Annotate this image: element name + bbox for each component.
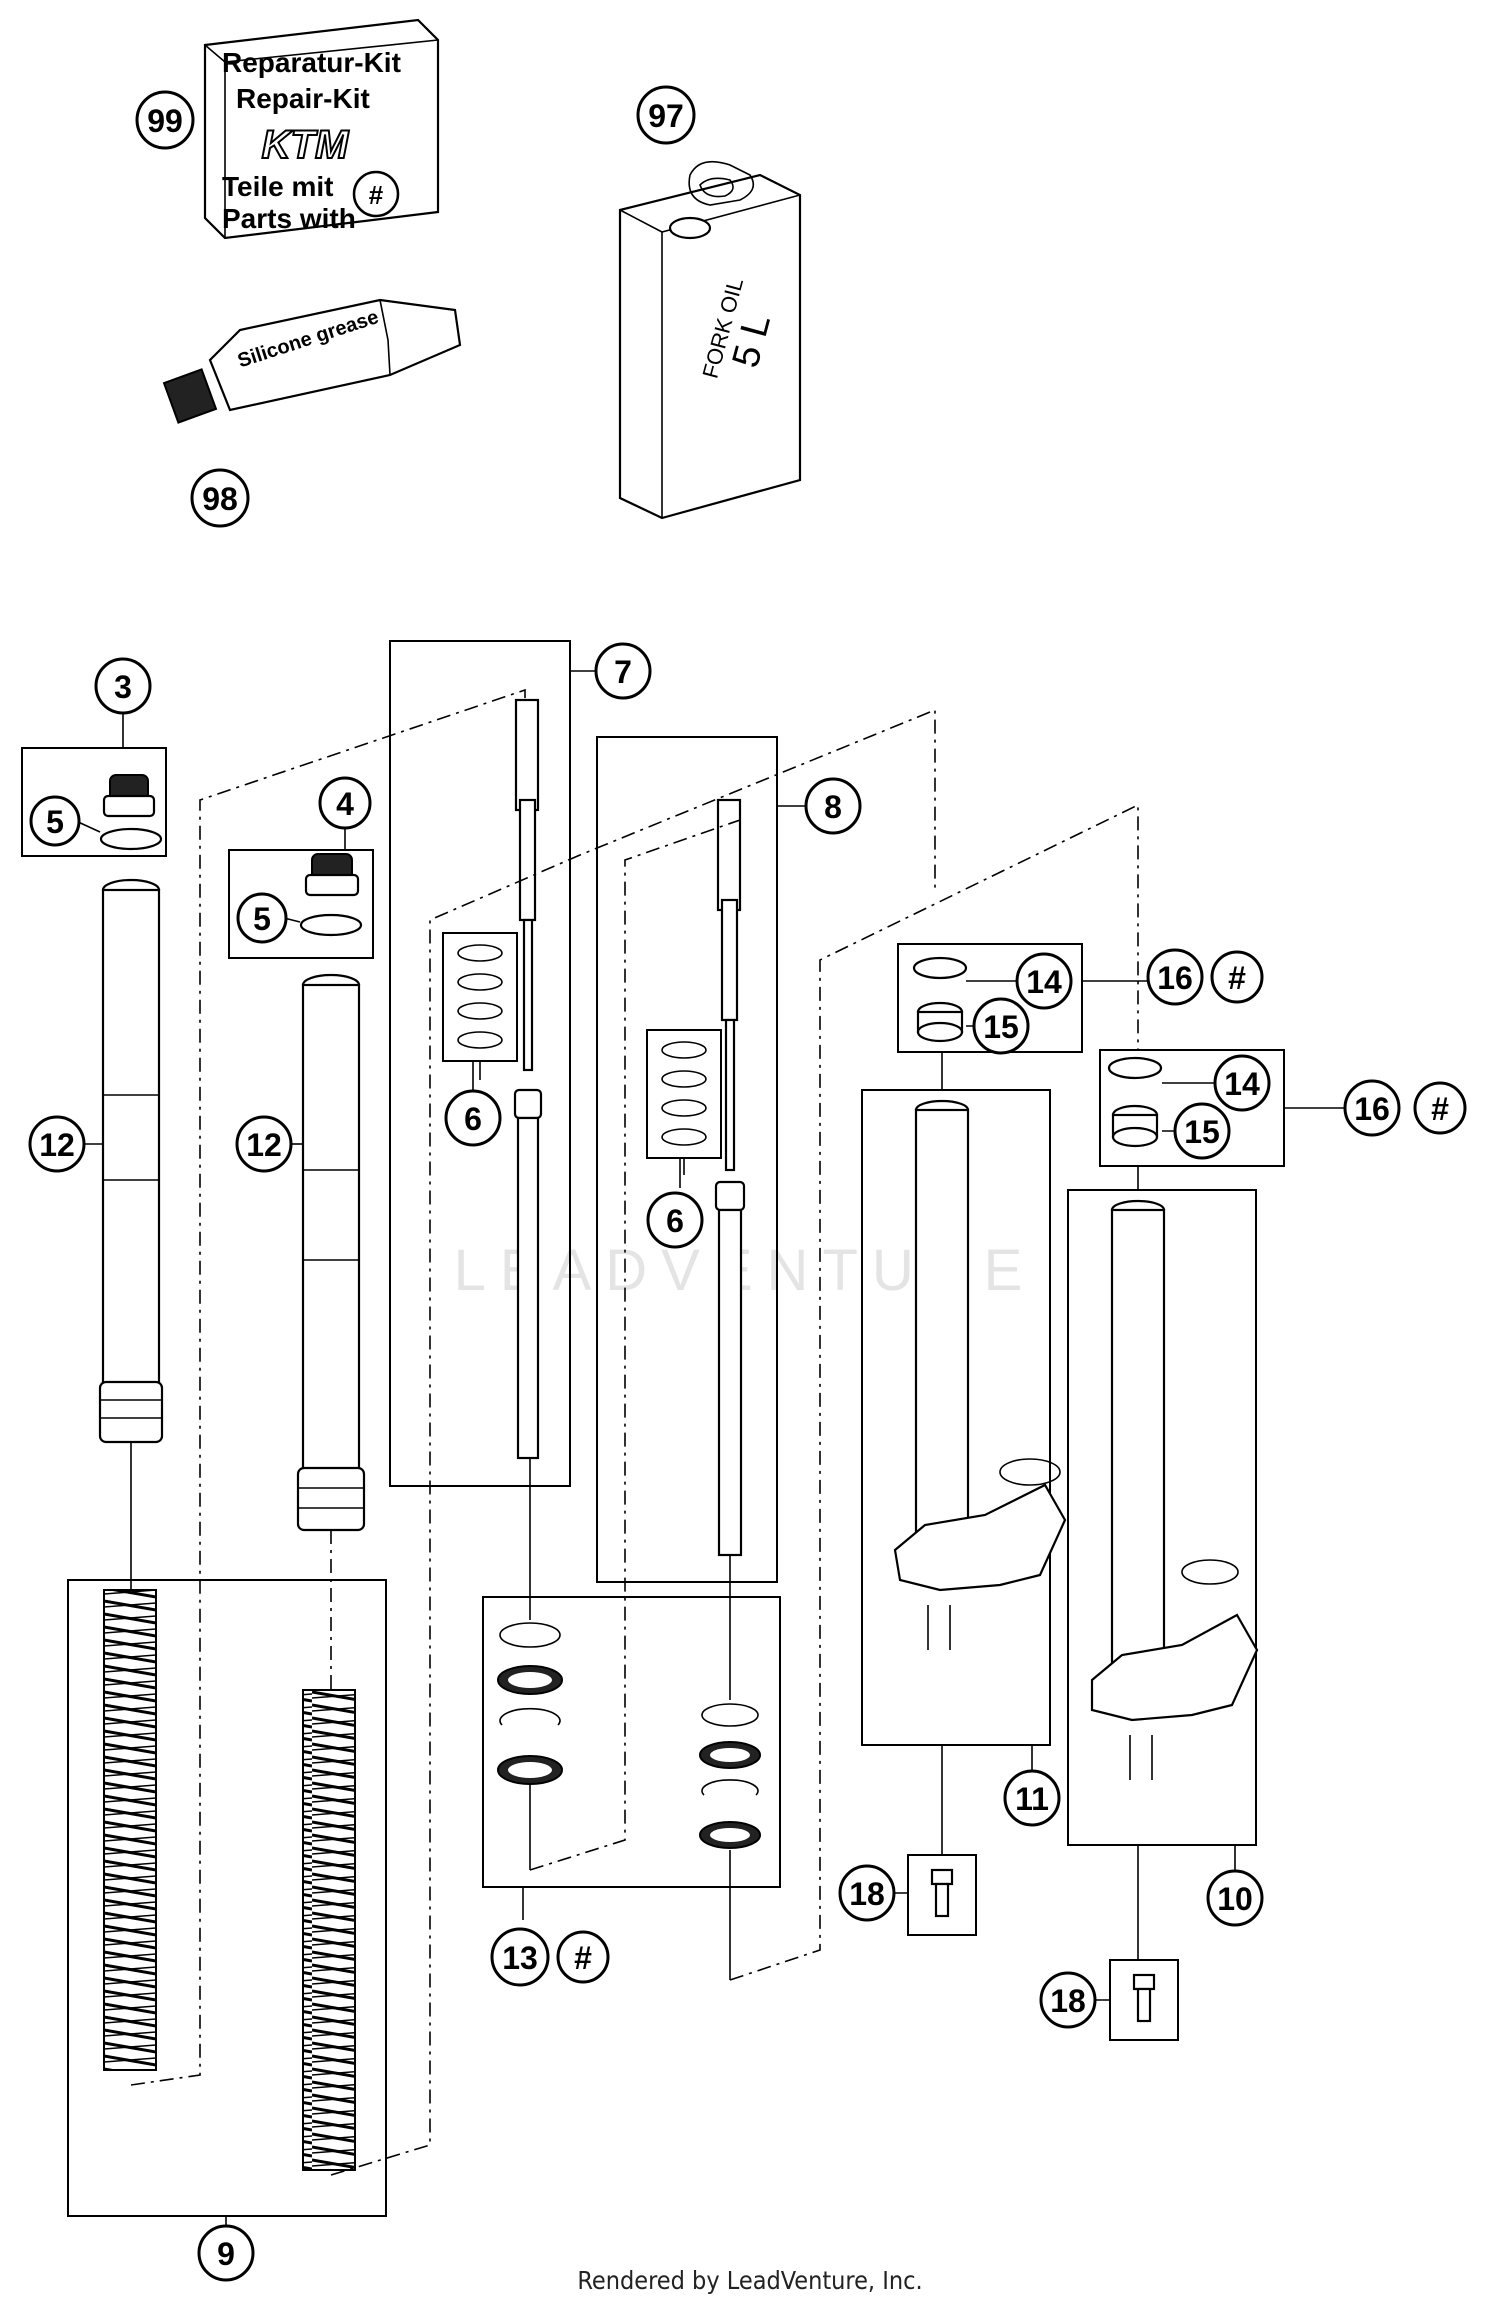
repair-kit-line4: Parts with: [222, 203, 356, 234]
svg-text:10: 10: [1217, 1881, 1253, 1917]
svg-text:99: 99: [147, 103, 183, 139]
svg-text:16: 16: [1354, 1091, 1390, 1127]
fork-cap-3[interactable]: [99, 774, 163, 851]
inner-tube-10[interactable]: [1090, 1199, 1259, 1780]
callout-14-right[interactable]: 14: [1213, 1054, 1271, 1112]
svg-text:18: 18: [849, 1876, 885, 1912]
svg-text:9: 9: [217, 2236, 235, 2272]
bushings-left[interactable]: [912, 956, 968, 1043]
callout-99[interactable]: 99: [135, 90, 195, 150]
callout-16-left[interactable]: 16: [1146, 948, 1204, 1006]
svg-text:#: #: [574, 1940, 592, 1976]
svg-text:97: 97: [648, 98, 684, 134]
svg-text:12: 12: [39, 1127, 75, 1163]
callout-9[interactable]: 9: [197, 2224, 255, 2282]
svg-text:5: 5: [253, 901, 271, 937]
fork-cap-4[interactable]: [299, 853, 363, 937]
bolt-box-18a: [907, 1854, 977, 1936]
callout-13[interactable]: 13: [490, 1927, 550, 1987]
svg-text:4: 4: [336, 786, 354, 822]
svg-text:15: 15: [1184, 1114, 1220, 1150]
group-box-3: [21, 747, 167, 857]
svg-text:18: 18: [1050, 1983, 1086, 2019]
repair-kit-line3: Teile mit: [222, 171, 334, 202]
svg-text:5: 5: [46, 804, 64, 840]
group-box-9: [67, 1579, 387, 2217]
callout-6-left[interactable]: 6: [444, 1089, 502, 1147]
svg-text:98: 98: [202, 481, 238, 517]
callout-12-right[interactable]: 12: [235, 1115, 293, 1173]
silicone-grease-tube[interactable]: Silicone grease: [162, 298, 462, 424]
group-box-11: [861, 1089, 1051, 1746]
callout-16-right[interactable]: 16: [1343, 1079, 1401, 1137]
ktm-logo: KTM: [262, 123, 350, 167]
rings-6-right[interactable]: [661, 1041, 707, 1146]
svg-text:#: #: [1228, 960, 1246, 996]
svg-text:7: 7: [614, 654, 632, 690]
repair-kit-line2: Repair-Kit: [236, 83, 370, 114]
group-box-4: [228, 849, 374, 959]
ring-group-7: [442, 932, 518, 1062]
callout-15-left[interactable]: 15: [972, 997, 1030, 1055]
fork-oil-can[interactable]: FORK OIL 5 L: [618, 160, 802, 520]
svg-text:14: 14: [1026, 964, 1062, 1000]
damper-cartridge-7[interactable]: [513, 698, 543, 1460]
callout-7[interactable]: 7: [594, 642, 652, 700]
inner-tube-11[interactable]: [893, 1099, 1067, 1650]
svg-text:14: 14: [1224, 1066, 1260, 1102]
svg-text:8: 8: [824, 789, 842, 825]
svg-text:#: #: [1431, 1091, 1449, 1127]
callout-15-right[interactable]: 15: [1173, 1102, 1231, 1160]
svg-text:3: 3: [114, 669, 132, 705]
callout-4[interactable]: 4: [318, 776, 372, 830]
seal-kit-13[interactable]: [497, 1622, 761, 1849]
repair-kit-box[interactable]: Reparatur-Kit Repair-Kit KTM Teile mit P…: [203, 18, 440, 240]
svg-text:11: 11: [1015, 1781, 1049, 1817]
rings-6-left[interactable]: [457, 944, 503, 1049]
callout-14-left[interactable]: 14: [1015, 952, 1073, 1010]
svg-text:12: 12: [246, 1127, 282, 1163]
group-box-8: [596, 736, 778, 1583]
callout-6-right[interactable]: 6: [646, 1191, 704, 1249]
callout-8[interactable]: 8: [804, 777, 862, 835]
callout-18-right[interactable]: 18: [1039, 1971, 1097, 2029]
callout-97[interactable]: 97: [636, 85, 696, 145]
callout-18-left[interactable]: 18: [838, 1864, 896, 1922]
damper-cartridge-8[interactable]: [714, 798, 746, 1557]
ring-group-8: [646, 1029, 722, 1159]
repair-kit-line1: Reparatur-Kit: [222, 47, 401, 78]
group-box-7: [389, 640, 571, 1487]
hash-16-right[interactable]: #: [1413, 1081, 1467, 1135]
outer-tube-right[interactable]: [296, 973, 366, 1532]
callout-12-left[interactable]: 12: [28, 1115, 86, 1173]
group-box-13: [482, 1596, 781, 1888]
callout-5-left[interactable]: 5: [29, 795, 81, 847]
footer-credit: Rendered by LeadVenture, Inc.: [577, 2266, 923, 2295]
outer-tube-left[interactable]: [98, 878, 164, 1444]
callout-3[interactable]: 3: [94, 657, 152, 715]
axle-bolt-18b[interactable]: [1132, 1973, 1156, 2023]
callout-98[interactable]: 98: [190, 468, 250, 528]
callout-11[interactable]: 11: [1003, 1769, 1061, 1827]
hash-symbol: #: [369, 180, 384, 210]
fork-spring-right[interactable]: [302, 1689, 356, 2171]
bushings-right[interactable]: [1107, 1056, 1163, 1148]
svg-text:6: 6: [666, 1203, 684, 1239]
group-box-10: [1067, 1189, 1257, 1846]
hash-16-left[interactable]: #: [1210, 950, 1264, 1004]
hash-13[interactable]: #: [556, 1930, 610, 1984]
callout-10[interactable]: 10: [1206, 1869, 1264, 1927]
fork-spring-left[interactable]: [103, 1589, 157, 2071]
axle-bolt-18a[interactable]: [930, 1868, 954, 1918]
svg-text:16: 16: [1157, 960, 1193, 996]
callout-5-right[interactable]: 5: [236, 892, 288, 944]
hash-symbol-circle: [352, 170, 400, 218]
svg-text:13: 13: [502, 1940, 538, 1976]
svg-text:15: 15: [983, 1009, 1019, 1045]
svg-text:6: 6: [464, 1101, 482, 1137]
